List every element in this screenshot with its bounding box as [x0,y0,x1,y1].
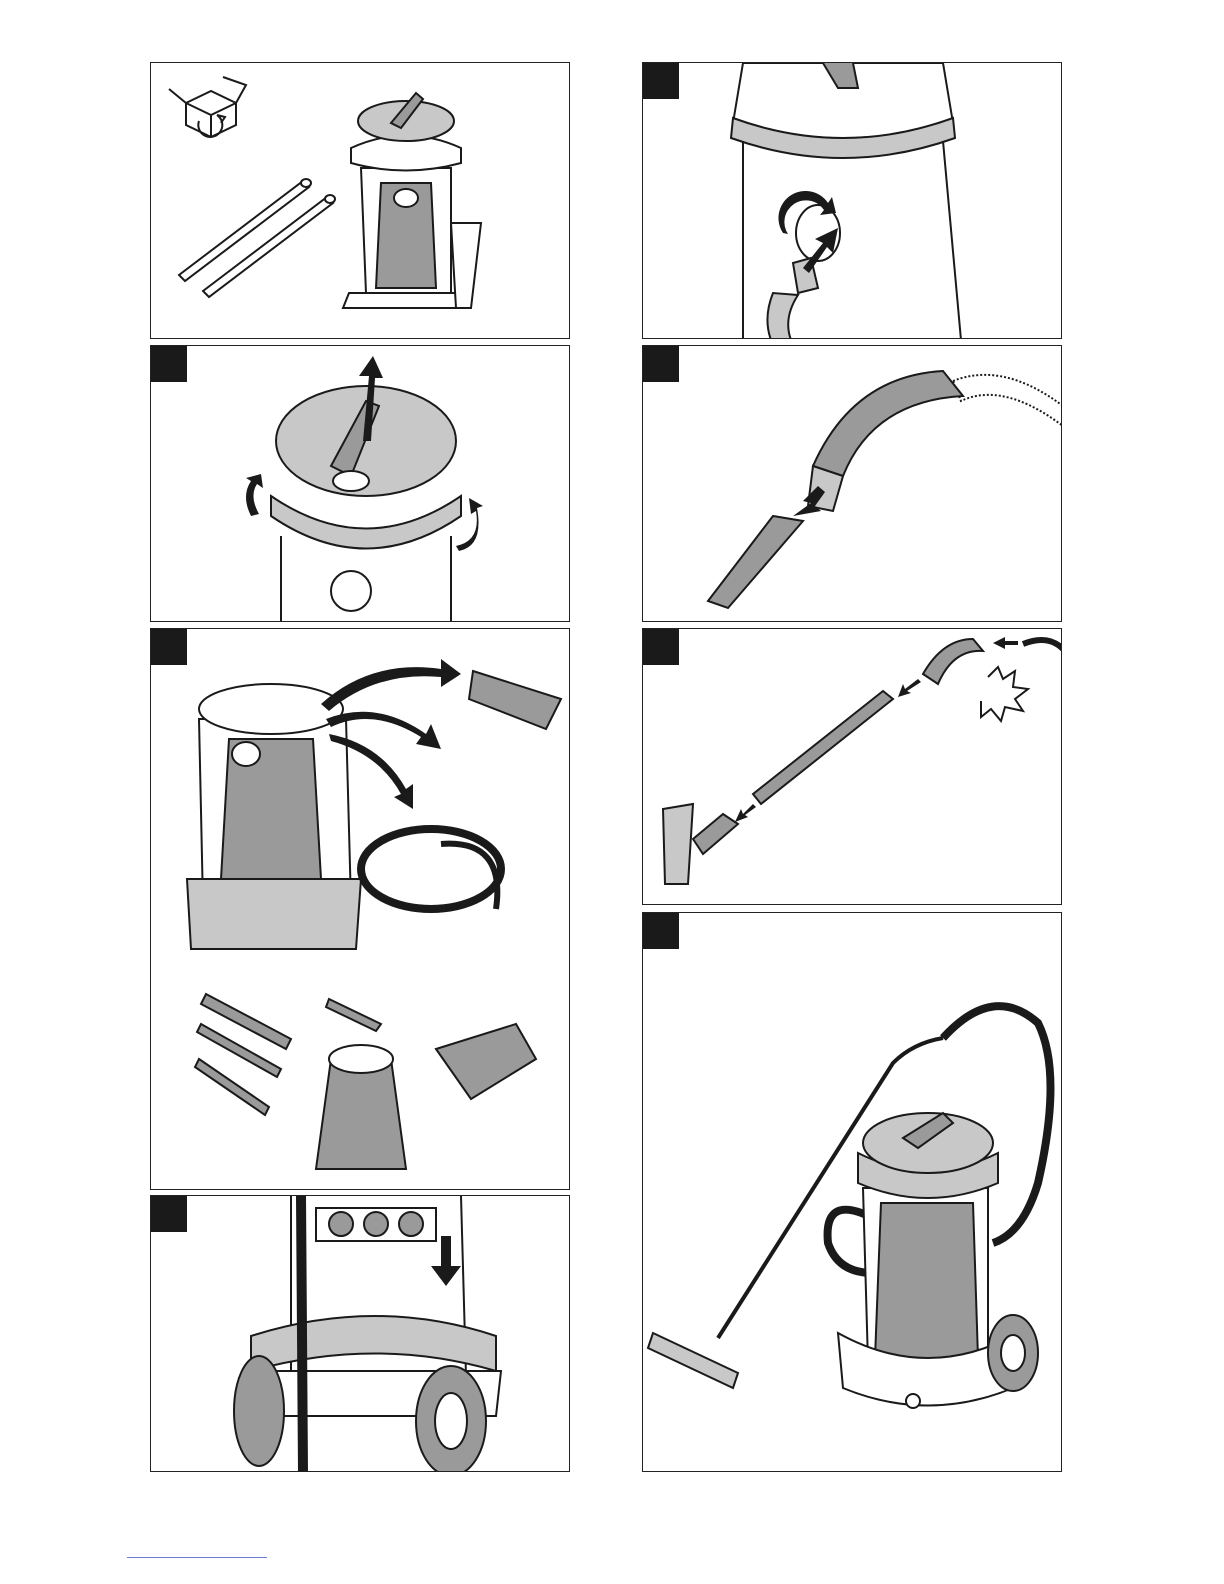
hose [301,1196,303,1472]
filter-bag [316,1045,406,1169]
vacuum-body [343,93,481,308]
panel-remove-head [150,345,570,622]
panel-attach-crevice-nozzle [642,345,1062,622]
accessory-holder-part [469,671,561,729]
click-sound-icon [981,667,1028,721]
panel-connect-hose [642,62,1062,339]
panel-unpack [150,62,570,339]
accessory-holder-illustration [151,1196,570,1472]
crevice-tool [326,999,381,1031]
assembled-vacuum-illustration [643,913,1062,1472]
panel-remove-accessories [150,628,570,1190]
panel-accessory-holder [150,1195,570,1472]
extension-tubes [179,179,335,297]
footer-rule [127,1557,267,1558]
accessories-illustration [151,629,570,1190]
crevice-nozzle-illustration [643,346,1062,622]
panel-assembled-vacuum [642,912,1062,1472]
hose-coil [361,829,501,909]
filter-holder [436,1024,536,1099]
floor-nozzle [648,1333,738,1388]
panel-assemble-tubes [642,628,1062,905]
arrow-icon [431,1236,461,1286]
assemble-tubes-illustration [643,629,1062,905]
floor-nozzle [195,994,291,1115]
unpack-illustration [151,63,570,339]
connect-hose-illustration [643,63,1062,339]
vacuum-body [838,1113,1038,1408]
remove-head-illustration [151,346,570,622]
box-unpack-icon [169,77,246,137]
arrow-icon [735,637,1018,822]
